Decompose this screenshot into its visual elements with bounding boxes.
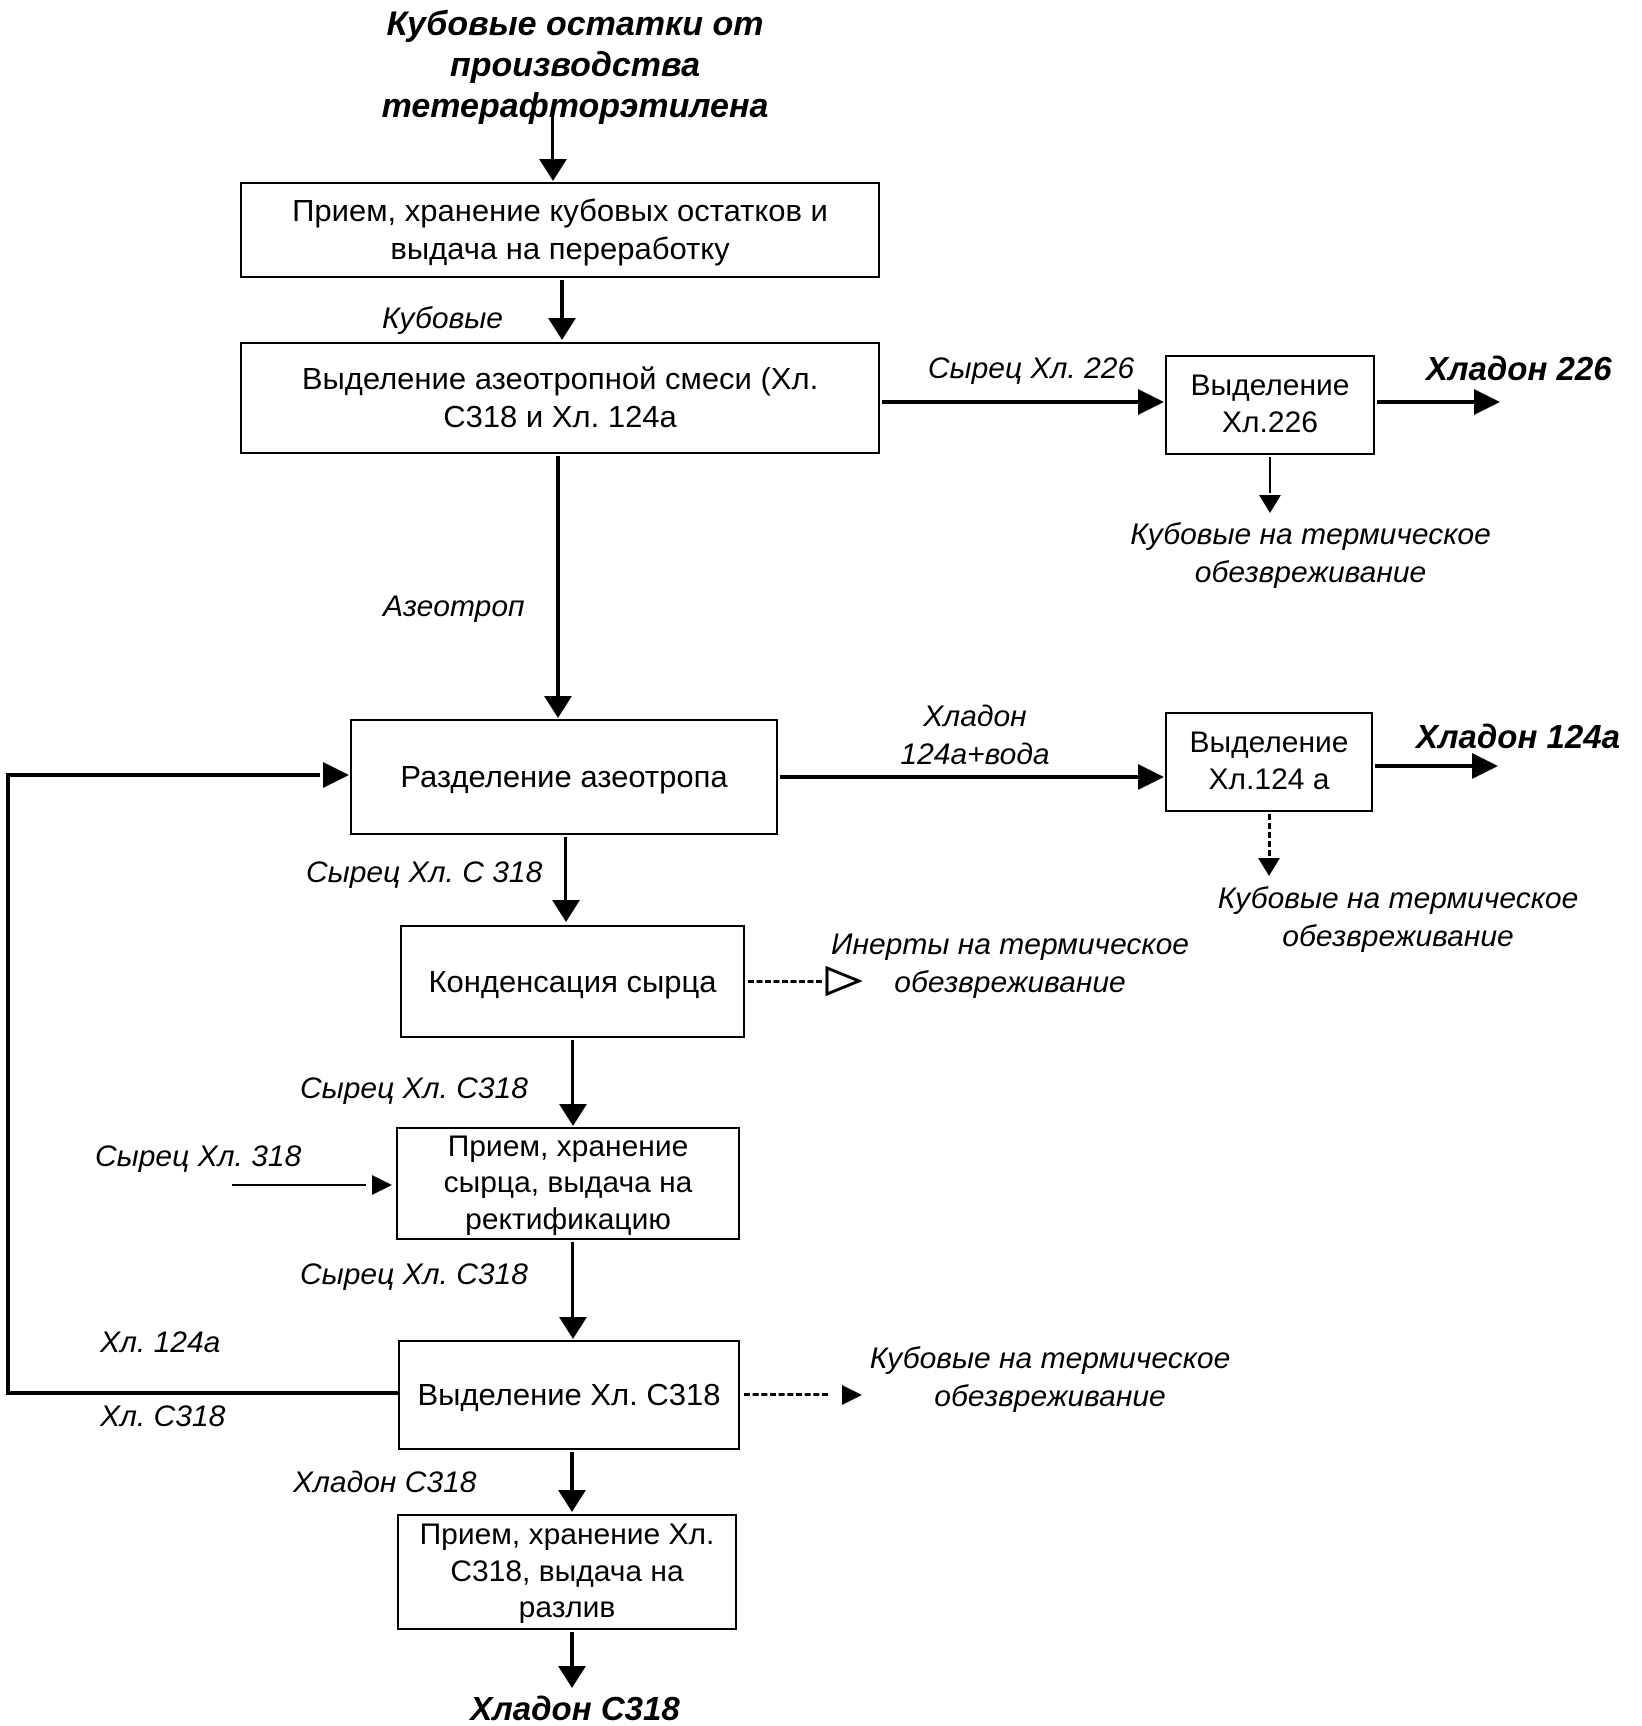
product-hladon-124a: Хладон 124а <box>1416 718 1620 755</box>
box-azeotrope-extraction: Выделение азеотропной смеси (Хл. С318 и … <box>240 342 880 454</box>
arrow-storage-to-product-head-icon <box>558 1666 586 1688</box>
arrow-condensation-to-storage-line <box>571 1040 574 1104</box>
label-waste-c318: Кубовые на термическое обезвреживание <box>869 1342 1231 1413</box>
arrow-receive-to-azeotrope-line <box>560 280 564 320</box>
arrow-hlc318-waste-dashed-line <box>744 1393 828 1396</box>
label-waste-124a: Кубовые на термическое обезвреживание <box>1217 882 1579 953</box>
recycle-loop-head-icon <box>323 762 349 788</box>
box-raw-storage: Прием, хранение сырца, выдача на ректифи… <box>396 1127 740 1240</box>
label-recycle-hl124a: Хл. 124а <box>100 1326 221 1359</box>
label-recycle-hlc318: Хл. С318 <box>100 1400 226 1433</box>
arrow-storage-to-hlc318-head-icon <box>559 1317 587 1339</box>
arrow-inerts-hollow-head-icon <box>825 965 862 997</box>
box-receive-residues: Прием, хранение кубовых остатков и выдач… <box>240 182 880 278</box>
product-hladon-226: Хладон 226 <box>1426 350 1612 387</box>
arrow-hl226-to-product-line <box>1377 400 1474 404</box>
arrow-hl226-waste-head-icon <box>1259 495 1281 513</box>
box-hl226-extraction: Выделение Хл.226 <box>1165 355 1375 455</box>
label-syrets-hl-c-318: Сырец Хл. С 318 <box>306 856 543 889</box>
arrow-separation-to-hl124a-line <box>780 775 1138 779</box>
arrow-hl226-to-product-head-icon <box>1474 389 1500 415</box>
arrow-condensation-to-storage-head-icon <box>559 1104 587 1126</box>
recycle-loop-vertical-line <box>6 773 10 1393</box>
label-hladon-124a-voda: Хладон 124а+вода <box>900 700 1050 771</box>
arrow-azeotrope-to-hl226-head-icon <box>1138 389 1164 415</box>
product-hladon-c318: Хладон С318 <box>470 1690 680 1726</box>
box-hlc318-extraction: Выделение Хл. С318 <box>398 1340 740 1450</box>
arrow-separation-to-hl124a-head-icon <box>1138 764 1164 790</box>
arrow-azeotrope-to-separation-head-icon <box>544 696 572 718</box>
source-title: Кубовые остатки от производства тетерафт… <box>381 5 769 125</box>
label-syrets-hl-318: Сырец Хл. 318 <box>95 1140 302 1173</box>
label-waste-226: Кубовые на термическое обезвреживание <box>1130 518 1491 589</box>
box-raw-condensation: Конденсация сырца <box>400 925 745 1038</box>
recycle-loop-top-line <box>6 773 320 777</box>
label-azeotrop: Азеотроп <box>383 590 525 623</box>
arrow-separation-to-condensation-head-icon <box>552 900 580 922</box>
label-inerts-waste: Инерты на термическое обезвреживание <box>831 928 1189 999</box>
label-kubovye: Кубовые <box>382 302 503 335</box>
arrow-inerts-dashed-line <box>748 980 822 983</box>
arrow-hl124a-waste-line <box>1268 814 1271 856</box>
arrow-separation-to-condensation-line <box>564 837 567 902</box>
arrow-source-to-receive-head-icon <box>539 159 567 181</box>
arrow-azeotrope-to-separation-line <box>556 456 560 696</box>
arrow-hlc318-waste-head-icon <box>842 1385 862 1405</box>
arrow-source-to-receive-line <box>551 110 554 162</box>
arrow-hl124a-to-product-head-icon <box>1472 753 1498 779</box>
arrow-storage-to-product-line <box>570 1632 574 1668</box>
label-syrets-hl226: Сырец Хл. 226 <box>927 352 1135 385</box>
arrow-hl226-waste-line <box>1269 457 1271 493</box>
arrow-hlc318-to-storage-head-icon <box>558 1490 586 1512</box>
arrow-syrets318-in-line <box>232 1184 366 1186</box>
label-syrets-hlc318-lower: Сырец Хл. С318 <box>300 1258 528 1291</box>
recycle-loop-bottom-line <box>6 1391 398 1395</box>
arrow-hl124a-to-product-line <box>1375 764 1472 768</box>
label-syrets-hlc318-upper: Сырец Хл. С318 <box>300 1072 528 1105</box>
arrow-hlc318-to-storage-line <box>570 1452 574 1492</box>
arrow-azeotrope-to-hl226-line <box>882 400 1138 404</box>
box-hl124a-extraction: Выделение Хл.124 а <box>1165 712 1373 812</box>
arrow-storage-to-hlc318-line <box>571 1242 574 1318</box>
arrow-syrets318-in-head-icon <box>372 1175 392 1195</box>
box-azeotrope-separation: Разделение азеотропа <box>350 719 778 835</box>
box-hlc318-storage: Прием, хранение Хл. С318, выдача на разл… <box>397 1514 737 1630</box>
label-hladon-c318-stream: Хладон С318 <box>293 1466 477 1499</box>
arrow-hl124a-waste-head-icon <box>1258 858 1280 876</box>
arrow-receive-to-azeotrope-head-icon <box>548 318 576 340</box>
